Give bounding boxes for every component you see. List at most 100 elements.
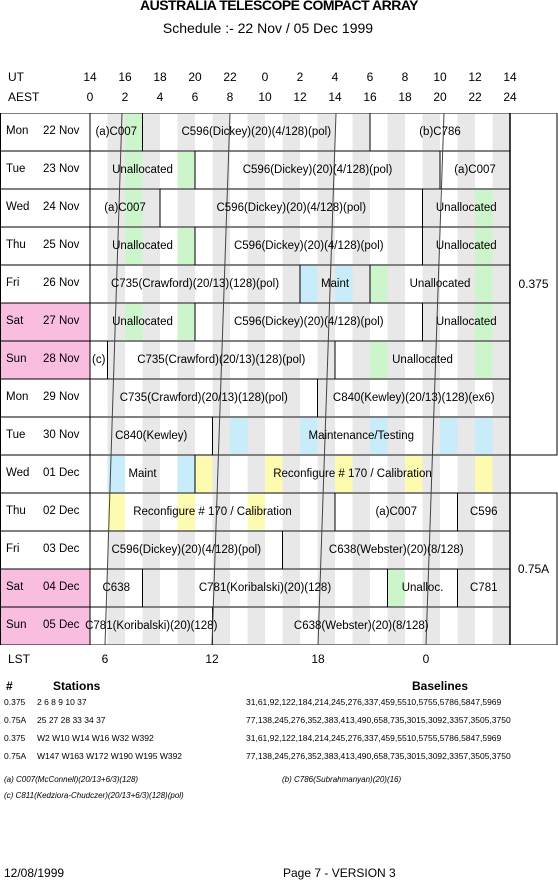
hour-stripe [142,304,160,340]
schedule-block: Maintenance/Testing [308,430,414,442]
hour-stripe [457,304,475,340]
schedule-block: Unallocated [435,202,497,214]
lst-axis-label: LST [8,652,31,666]
lst-tick: 0 [422,652,430,666]
baseline-list: 77,138,245,276,352,383,413,490,658,735,3… [246,751,511,761]
hour-stripe [352,532,370,568]
schedule-block: Unallocated [112,164,173,176]
hour-stripe [492,608,510,644]
hour-stripe [422,532,440,568]
hour-stripe [422,304,440,340]
day-date: 03 Dec [43,543,80,555]
hour-stripe [247,380,265,416]
blue-band [440,418,458,454]
hour-stripe [317,190,335,226]
hour-stripe [352,228,370,264]
schedule-block: C781(Koribalski)(20)(128) [198,582,332,594]
ut-tick: 10 [433,70,447,84]
hour-stripe [492,532,510,568]
yellow-band [177,494,195,530]
hour-stripe [177,608,195,644]
aest-tick: 20 [433,90,447,104]
hour-stripe [352,114,370,150]
schedule-block: Unallocated [435,240,497,252]
yellow-band [265,456,283,492]
green-band [370,266,388,302]
schedule-block: Maint [320,278,350,290]
baseline-list: 31,61,92,122,184,214,245,276,337,459,551… [246,733,502,743]
hour-stripe [352,608,370,644]
hour-stripe [107,304,125,340]
schedule-block: C735(Crawford)(20/13)(128)(pol) [119,392,288,404]
hour-stripe [142,418,160,454]
hour-stripe [387,608,405,644]
hour-stripe [352,456,370,492]
blue-band [177,456,195,492]
day-date: 22 Nov [43,125,80,137]
schedule-block: C596(Dickey)(20)(4/128)(pol) [216,202,367,214]
hour-stripe [247,608,265,644]
hour-stripe [142,456,160,492]
station-num: 0.75A [4,751,27,761]
hour-stripe [422,380,440,416]
schedule-block: (a)C007 [375,506,418,518]
hour-stripe [352,266,370,302]
schedule-block: C596 [470,506,498,518]
green-band [125,114,143,150]
hour-stripe [107,190,125,226]
schedule-block: Reconfigure # 170 / Calibration [273,468,432,480]
aest-tick: 0 [86,90,94,104]
hour-stripe [247,228,265,264]
schedule-subtitle: Schedule :- 22 Nov / 05 Dec 1999 [162,20,374,36]
hour-stripe [387,456,405,492]
yellow-band [475,456,493,492]
hour-stripe [212,418,230,454]
hour-stripe [212,114,230,150]
hour-stripe [457,342,475,378]
hour-stripe [247,152,265,188]
aest-tick: 14 [328,90,342,104]
yellow-band [195,456,213,492]
hour-stripe [492,570,510,606]
page-title: AUSTRALIA TELESCOPE COMPACT ARRAY [139,0,419,13]
hour-stripe [492,114,510,150]
aest-tick: 10 [258,90,272,104]
green-band [177,304,195,340]
schedule-block: (c) [92,354,106,366]
hour-stripe [492,152,510,188]
day-of-week: Sat [6,581,24,593]
footer-page: Page 7 - VERSION 3 [283,866,396,880]
lst-tick: 6 [101,652,109,666]
ut-tick: 18 [153,70,167,84]
hour-stripe [457,418,475,454]
schedule-block: C735(Crawford)(20/13)(128)(pol) [110,278,280,290]
day-date: 05 Dec [43,619,80,631]
hour-stripe [422,266,440,302]
blue-band [370,418,388,454]
schedule-block: C840(Kewley)(20/13)(128)(ex6) [332,392,495,404]
day-of-week: Fri [6,543,20,555]
green-band [177,152,195,188]
aest-tick: 2 [121,90,129,104]
hour-stripe [107,380,125,416]
day-date: 27 Nov [43,315,80,327]
schedule-block: C735(Crawford)(20/13)(128)(pol) [137,354,306,366]
baseline-list: 31,61,92,122,184,214,245,276,337,459,551… [246,697,502,707]
blue-band [335,266,353,302]
stations-header: Stations [53,679,101,693]
hour-stripe [317,418,335,454]
yellow-band [405,456,423,492]
hour-stripe [387,304,405,340]
ut-tick: 12 [468,70,482,84]
hour-stripe [177,342,195,378]
day-label: Sat 27 Nov [0,315,90,331]
hour-stripe [317,608,335,644]
day-of-week: Sat [6,315,24,327]
hour-stripe [177,380,195,416]
green-band [475,304,493,340]
ut-tick: 14 [83,70,97,84]
hour-stripe [282,456,300,492]
